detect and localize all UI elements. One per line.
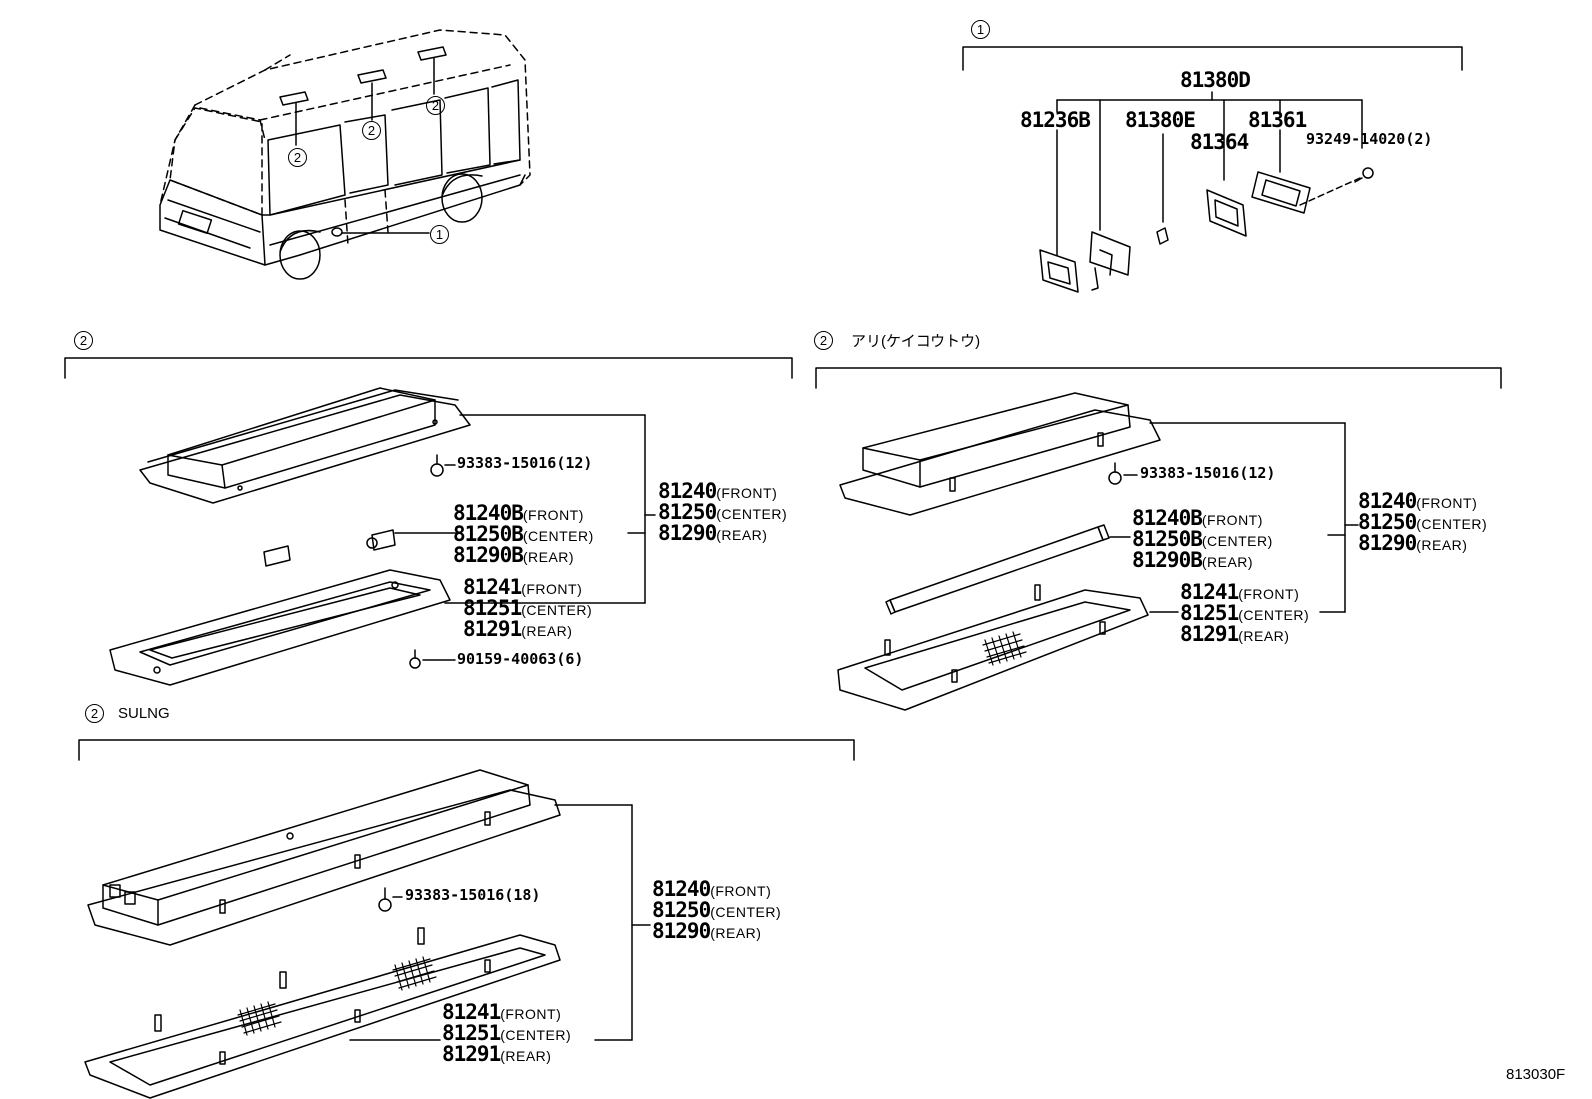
section3-caption: アリ(ケイコウトウ): [851, 333, 981, 350]
section3-mesh: [982, 631, 1027, 666]
section2-assy-label: 81240(FRONT) 81250(CENTER) 81290(REAR): [658, 479, 788, 545]
section2-lens-label: 81241(FRONT) 81251(CENTER) 81291(REAR): [463, 575, 593, 641]
section4-parts: [84, 769, 561, 1099]
section4-mesh-right: [392, 956, 437, 991]
bus-illustration: [159, 29, 531, 280]
section2-callout: 2: [74, 331, 93, 350]
part-81364-label: 81364: [1190, 130, 1249, 154]
section4-lens-label: 81241(FRONT) 81251(CENTER) 81291(REAR): [442, 1000, 572, 1066]
section2-bolt1-label: 93383-15016(12): [457, 454, 593, 472]
screw-93249-label: 93249-14020(2): [1306, 130, 1433, 148]
section1-lines: [962, 46, 1463, 256]
section3-tube-label: 81240B(FRONT) 81250B(CENTER) 81290B(REAR…: [1132, 506, 1273, 572]
section2-parts: [109, 387, 471, 686]
bus-callout-2a: 2: [288, 148, 307, 167]
section4-caption: SULNG: [118, 705, 170, 722]
bus-callout-2c: 2: [426, 96, 445, 115]
section3-assy-label: 81240(FRONT) 81250(CENTER) 81290(REAR): [1358, 489, 1488, 555]
section4-lines: [78, 739, 855, 1041]
section4-bolt1-label: 93383-15016(18): [405, 886, 541, 904]
section2-bulb-label: 81240B(FRONT) 81250B(CENTER) 81290B(REAR…: [453, 501, 594, 567]
assembly-81380d-label: 81380D: [1180, 68, 1251, 92]
section1-parts: [1039, 167, 1374, 293]
bus-callout-1: 1: [430, 225, 449, 244]
bus-callout-2b: 2: [362, 121, 381, 140]
diagram-code: 813030F: [1506, 1066, 1566, 1083]
section2-lines: [64, 357, 793, 661]
section4-assy-label: 81240(FRONT) 81250(CENTER) 81290(REAR): [652, 877, 782, 943]
section3-bolt1-label: 93383-15016(12): [1140, 464, 1276, 482]
section2-bolt2-label: 90159-40063(6): [457, 650, 584, 668]
section3-callout: 2: [814, 331, 833, 350]
section3-lens-label: 81241(FRONT) 81251(CENTER) 81291(REAR): [1180, 580, 1310, 646]
part-81380e-label: 81380E: [1125, 108, 1196, 132]
section4-mesh-left: [237, 1001, 282, 1036]
part-81361-label: 81361: [1248, 108, 1307, 132]
section3-parts: [837, 392, 1161, 711]
section1-callout: 1: [971, 20, 990, 39]
part-81236b-label: 81236B: [1020, 108, 1091, 132]
section4-callout: 2: [85, 704, 104, 723]
section3-lines: [815, 367, 1502, 613]
